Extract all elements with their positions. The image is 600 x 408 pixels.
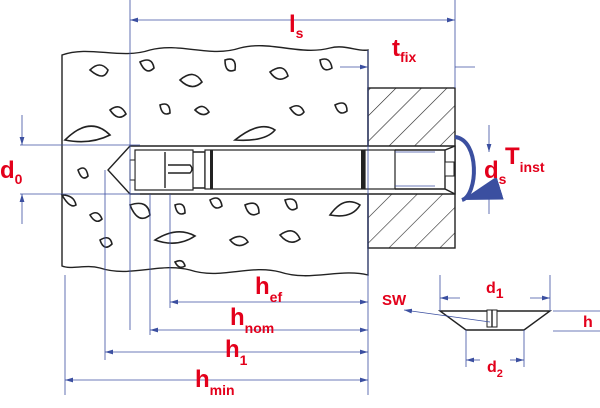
label-h1: h1 [225,336,248,368]
label-hmin: hmin [195,366,235,398]
label-d0: d0 [0,157,23,187]
label-sw: SW [382,292,407,309]
label-h: h [583,314,593,331]
label-ds: ds [484,157,507,187]
anchor-bolt [107,145,456,195]
aggregate-stones [60,58,362,269]
label-d1: d1 [486,280,504,301]
label-ls: ls [289,11,304,41]
label-hnom: hnom [230,304,274,336]
label-tfix: tfix [392,35,417,65]
label-d2: d2 [487,359,503,380]
concrete-base [60,44,369,277]
label-tinst: Tinst [505,143,545,175]
label-hef: hef [255,273,282,305]
dimension-lines [19,0,492,395]
torque-arrow-icon [454,135,504,202]
washer-detail [403,275,600,367]
